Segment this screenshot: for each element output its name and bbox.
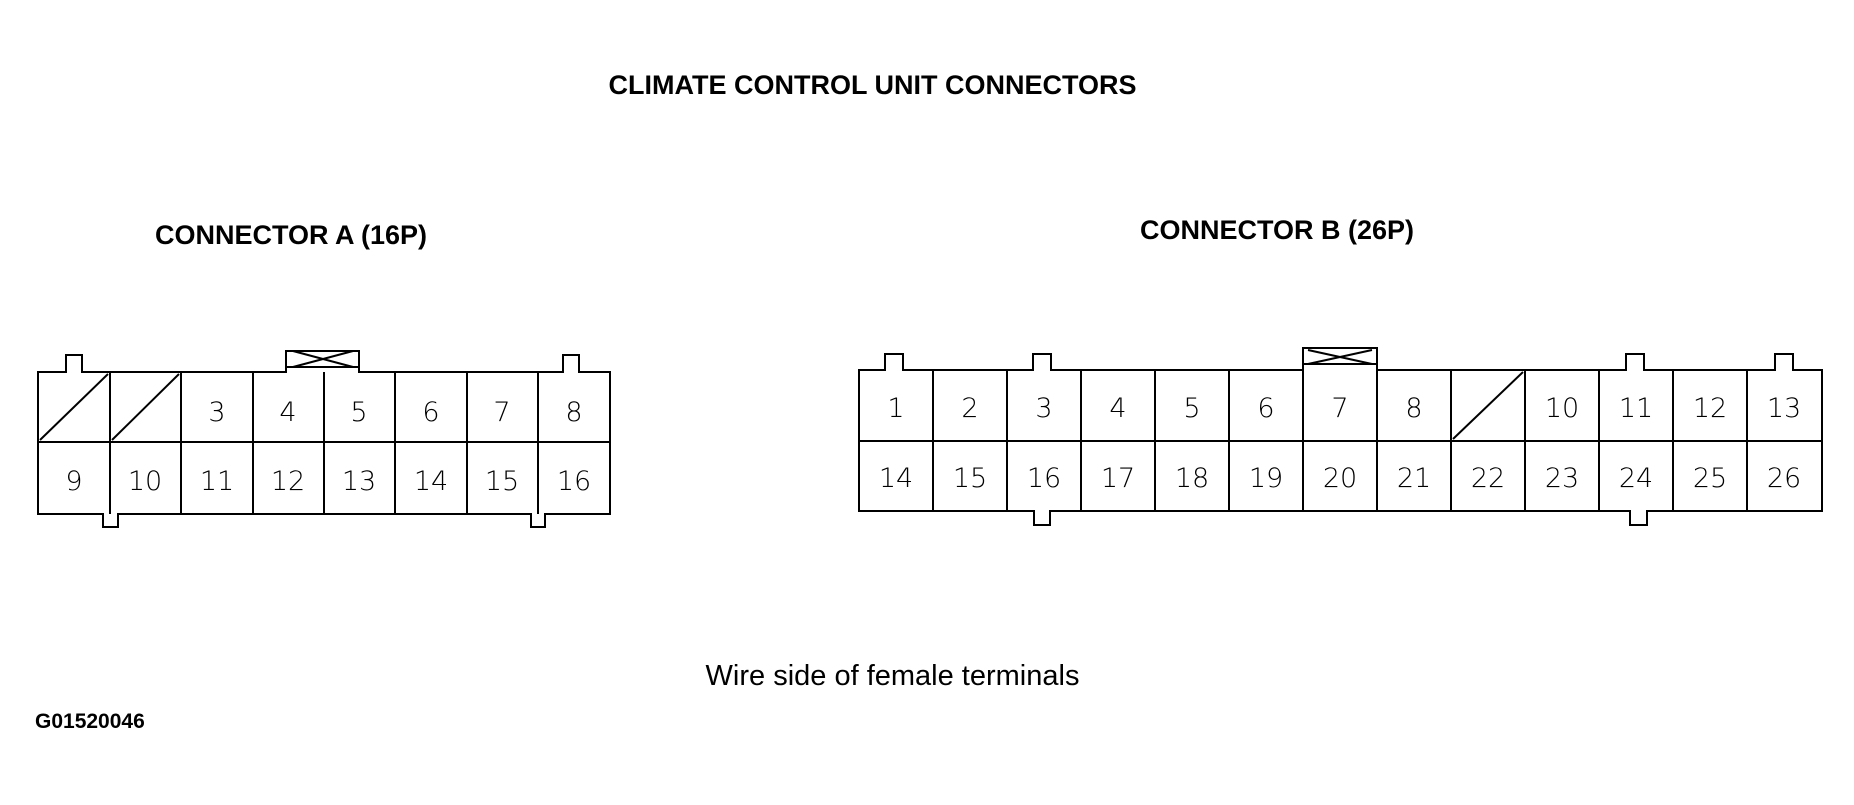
pin-a-15: 15 [485, 466, 519, 497]
pin-b-23: 23 [1545, 463, 1579, 494]
pin-b-26: 26 [1767, 463, 1801, 494]
pin-b-8: 8 [1405, 393, 1422, 424]
pin-b-5: 5 [1183, 393, 1200, 424]
pin-b-20: 20 [1323, 463, 1357, 494]
caption: Wire side of female terminals [705, 660, 1080, 692]
pin-a-7: 7 [493, 397, 510, 428]
pin-a-12: 12 [271, 466, 305, 497]
pin-b-15: 15 [953, 463, 987, 494]
pin-b-22: 22 [1471, 463, 1505, 494]
pin-a-9: 9 [65, 466, 82, 497]
pin-a-16: 16 [557, 466, 591, 497]
connector-a-unused-slash-1 [39, 373, 109, 441]
pin-b-12: 12 [1693, 393, 1727, 424]
pin-b-16: 16 [1027, 463, 1061, 494]
pin-b-14: 14 [879, 463, 913, 494]
figure-code: G01520046 [35, 710, 145, 733]
pin-a-8: 8 [565, 397, 582, 428]
pin-b-11: 11 [1619, 393, 1653, 424]
pin-a-14: 14 [414, 466, 448, 497]
pin-b-18: 18 [1175, 463, 1209, 494]
pin-b-10: 10 [1545, 393, 1579, 424]
pin-b-13: 13 [1767, 393, 1801, 424]
pin-a-11: 11 [200, 466, 234, 497]
connector-a-label: CONNECTOR A (16P) [155, 220, 428, 250]
pin-b-7: 7 [1331, 393, 1348, 424]
pin-b-17: 17 [1101, 463, 1135, 494]
pin-b-2: 2 [961, 393, 978, 424]
pin-b-24: 24 [1619, 463, 1653, 494]
pin-b-1: 1 [887, 393, 904, 424]
pin-a-6: 6 [422, 397, 439, 428]
pin-b-21: 21 [1397, 463, 1431, 494]
connector-b-label: CONNECTOR B (26P) [1140, 215, 1415, 245]
pin-a-4: 4 [279, 397, 296, 428]
pin-b-25: 25 [1693, 463, 1727, 494]
connector-a [37, 350, 611, 528]
pin-b-6: 6 [1257, 393, 1274, 424]
connector-a-lock-x [292, 350, 354, 368]
connector-b [858, 347, 1823, 526]
pin-b-4: 4 [1109, 393, 1126, 424]
connector-b-outline [858, 347, 1823, 526]
pin-a-13: 13 [342, 466, 376, 497]
diagram-title: CLIMATE CONTROL UNIT CONNECTORS [608, 70, 1137, 100]
connector-a-outline [37, 350, 611, 528]
pin-a-10: 10 [128, 466, 162, 497]
pin-a-3: 3 [208, 397, 225, 428]
pin-b-19: 19 [1249, 463, 1283, 494]
connector-b-unused-slash-9 [1452, 371, 1524, 440]
pin-a-5: 5 [350, 397, 367, 428]
pin-b-3: 3 [1035, 393, 1052, 424]
connector-a-unused-slash-2 [111, 373, 180, 441]
connector-b-lock-x [1307, 349, 1373, 365]
